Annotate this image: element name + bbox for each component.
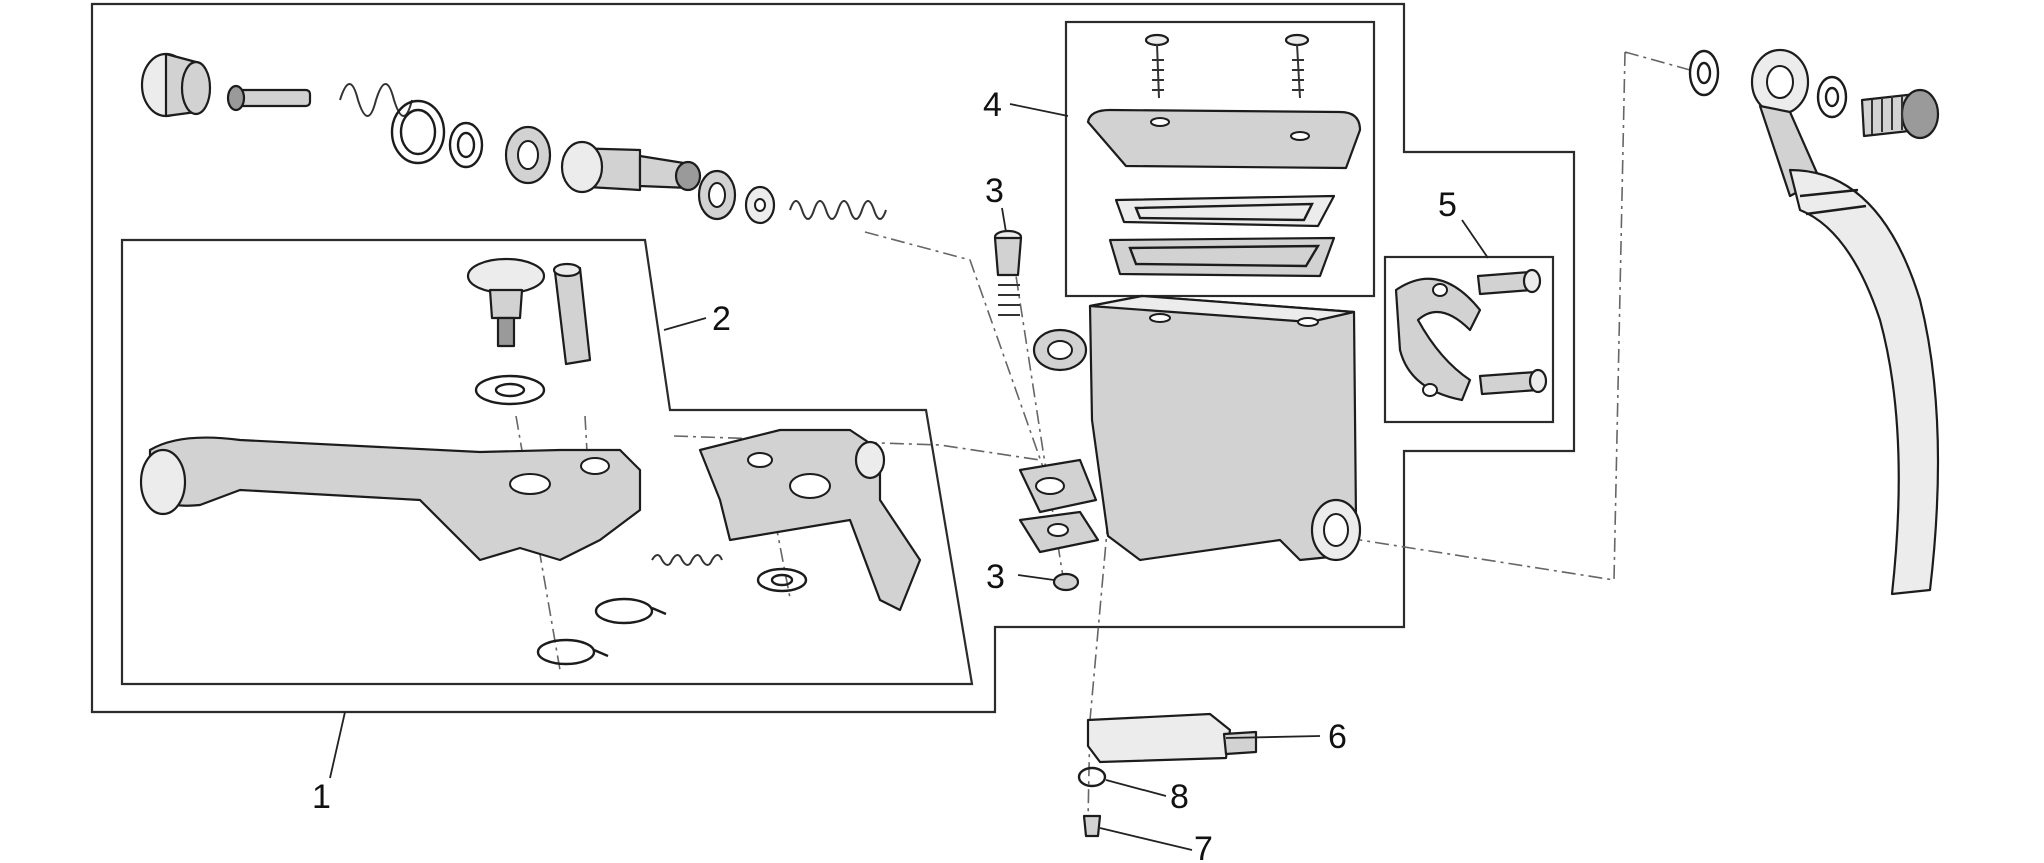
callout-1: 1: [312, 778, 331, 816]
nut-lower: [1052, 572, 1080, 592]
leader-3-upper: [1001, 207, 1007, 233]
brake-lever: [139, 436, 642, 562]
lever-adjuster: [698, 428, 922, 612]
leader-7: [1099, 827, 1193, 851]
assembly-1-frame: [90, 2, 1576, 714]
switch-washer: [1077, 766, 1107, 788]
axis-line-hose: [1359, 51, 1691, 581]
leader-1: [329, 711, 346, 779]
switch-screw: [1082, 814, 1102, 838]
washer-b: [744, 185, 776, 225]
cover-screw-left: [1144, 33, 1170, 99]
leader-3-lower: [1017, 574, 1055, 581]
brake-hose: [1788, 168, 1940, 596]
hose-washer-left: [1688, 49, 1720, 97]
hose-washer-right: [1816, 75, 1848, 119]
callout-7: 7: [1194, 830, 1213, 863]
pivot-bolt: [466, 257, 546, 348]
push-rod: [226, 84, 312, 112]
handlebar-clamp: [1394, 277, 1482, 402]
adjuster-washer: [756, 567, 808, 593]
leader-4: [1009, 103, 1069, 117]
reservoir-cover: [1086, 108, 1362, 170]
master-cylinder-body: [1018, 294, 1362, 562]
leader-2: [663, 317, 707, 331]
callout-4: 4: [983, 86, 1002, 124]
callout-3-upper: 3: [985, 172, 1004, 210]
washer-a: [448, 121, 484, 169]
piston: [560, 140, 702, 194]
clamp-screw-lower: [1478, 368, 1548, 396]
leader-5: [1461, 219, 1489, 259]
return-spring: [789, 200, 887, 220]
diaphragm: [1108, 236, 1336, 278]
banjo-bolt-upper: [993, 229, 1023, 277]
lever-circlip-b: [536, 638, 609, 666]
hose-sleeve: [1799, 188, 1867, 216]
axis-line-piston: [864, 231, 1045, 471]
boot-cap: [140, 52, 212, 118]
callout-8: 8: [1170, 778, 1189, 816]
bolt-spring: [998, 284, 1020, 316]
pivot-washer: [474, 374, 546, 406]
lever-group-2-frame: [120, 238, 974, 686]
cover-plate: [1114, 194, 1336, 228]
pivot-bushing: [552, 262, 592, 366]
adjuster-spring: [651, 554, 723, 566]
reservoir-cover-group-4-frame: [1064, 20, 1376, 298]
hose-banjo-bolt: [1860, 88, 1940, 140]
cover-screw-right: [1284, 33, 1310, 99]
lever-circlip-a: [594, 597, 667, 625]
callout-2: 2: [712, 300, 731, 338]
small-spring: [339, 83, 413, 117]
circlip: [390, 99, 446, 165]
seal-b: [697, 169, 737, 221]
leader-8: [1105, 779, 1167, 797]
seal-a: [504, 125, 552, 185]
callout-5: 5: [1438, 186, 1457, 224]
callout-6: 6: [1328, 718, 1347, 756]
leader-6: [1225, 735, 1321, 739]
callout-3-lower: 3: [986, 558, 1005, 596]
clamp-group-5-frame: [1383, 255, 1555, 424]
clamp-screw-upper: [1476, 268, 1542, 296]
